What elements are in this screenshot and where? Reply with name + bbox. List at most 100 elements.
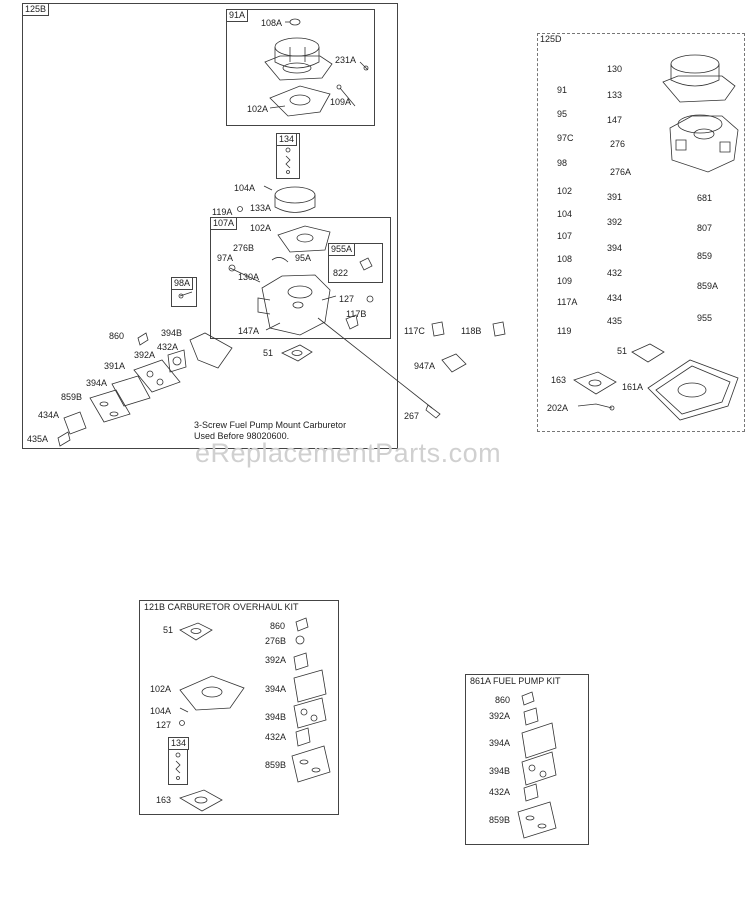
part-label-392a: 392A <box>134 350 156 360</box>
leader-line-267 <box>318 318 440 418</box>
subassembly-label-107a: 107A <box>210 217 238 230</box>
list-item: 276 <box>610 139 626 149</box>
carburetor-note-line2: Used Before 98020600. <box>194 431 290 441</box>
kit121b-right-392a: 392A <box>265 655 287 665</box>
list-item: 130 <box>607 64 623 74</box>
list-item: 117A <box>557 297 578 307</box>
list-item: 391 <box>607 192 623 202</box>
part-125d-161a-bowl <box>648 360 738 420</box>
part-121b-51 <box>180 623 212 640</box>
part-label-108a: 108A <box>261 18 283 28</box>
part-label-118b: 118B <box>461 326 482 336</box>
list-item: 276A <box>610 167 632 177</box>
kit121b-left-51: 51 <box>163 625 174 635</box>
list-item: 681 <box>697 193 713 203</box>
part-98a-screw <box>179 292 192 298</box>
part-label-394a: 394A <box>86 378 108 388</box>
part-label-434a: 434A <box>38 410 60 420</box>
list-item: 107 <box>557 231 573 241</box>
watermark: eReplacementParts.com <box>195 438 502 468</box>
carburetor-note-line1: 3-Screw Fuel Pump Mount Carburetor <box>194 420 347 430</box>
kit121b-left-163: 163 <box>156 795 172 805</box>
part-121b-104a <box>180 708 189 726</box>
kit121b-right-432a: 432A <box>265 732 287 742</box>
part-label-117b: 117B <box>346 309 367 319</box>
kit861a-394a: 394A <box>489 738 511 748</box>
assembly-box-125b <box>22 3 398 449</box>
part-label-125d-202a: 202A <box>547 403 569 413</box>
kit121b-right-394a: 394A <box>265 684 287 694</box>
kit121b-right-859b: 859B <box>265 760 287 770</box>
part-carburetor-body <box>229 226 373 335</box>
part-121b-134-detail <box>176 753 180 780</box>
carburetor-note: 3-Screw Fuel Pump Mount Carburetor Used … <box>194 420 346 442</box>
part-102a-gasket-top <box>270 86 330 116</box>
part-label-125d-161a: 161A <box>622 382 644 392</box>
list-item: 91 <box>557 85 568 95</box>
part-label-102a-top: 102A <box>247 104 269 114</box>
part-51-gasket <box>282 345 312 361</box>
part-label-267: 267 <box>404 411 420 421</box>
part-125d-carb-body <box>670 115 738 172</box>
list-item: 102 <box>557 186 573 196</box>
kit861a-394b: 394B <box>489 766 511 776</box>
part-label-860: 860 <box>109 331 125 341</box>
kit-box-861a <box>465 674 589 845</box>
part-label-391a: 391A <box>104 361 126 371</box>
part-109a-screw <box>337 85 355 106</box>
part-label-133a: 133A <box>250 203 272 213</box>
part-117c-118b-947a <box>432 322 505 372</box>
list-item: 435 <box>607 316 623 326</box>
list-item: 104 <box>557 209 573 219</box>
kit-box-121b <box>139 600 339 815</box>
list-item: 98 <box>557 158 568 168</box>
subassembly-label-134: 134 <box>276 133 298 146</box>
part-121b-163 <box>180 790 222 811</box>
list-item: 394 <box>607 243 623 253</box>
part-label-947a: 947A <box>414 361 436 371</box>
part-133a-diaphragm <box>238 186 316 213</box>
subassembly-label-91a: 91A <box>226 9 249 22</box>
part-108a-washer <box>285 19 300 25</box>
part-label-432a: 432A <box>157 342 179 352</box>
part-fuel-pump-stack <box>58 333 232 446</box>
list-item: 95 <box>557 109 568 119</box>
kit-label-861a: 861A FUEL PUMP KIT <box>468 676 563 687</box>
part-231a-screw <box>360 62 368 70</box>
assembly-label-125b: 125B <box>22 3 50 16</box>
part-label-125d-163: 163 <box>551 375 567 385</box>
subassembly-box-955a <box>328 243 383 283</box>
subassembly-box-107a <box>210 217 391 339</box>
part-label-125d-51: 51 <box>617 346 628 356</box>
part-label-231a: 231A <box>335 55 357 65</box>
part-125d-202a-wire <box>578 404 614 410</box>
part-label-276b: 276B <box>233 243 255 253</box>
part-label-147a: 147A <box>238 326 260 336</box>
part-121b-102a <box>180 676 244 710</box>
subassembly-box-91a <box>226 9 375 126</box>
kit861a-860: 860 <box>495 695 511 705</box>
part-label-109a: 109A <box>330 97 352 107</box>
part-121b-right-parts <box>292 618 330 782</box>
part-label-104a: 104A <box>234 183 256 193</box>
part-label-435a: 435A <box>27 434 49 444</box>
part-label-51: 51 <box>263 348 274 358</box>
kit-label-121b: 121B CARBURETOR OVERHAUL KIT <box>142 602 301 613</box>
list-item: 109 <box>557 276 573 286</box>
list-item: 434 <box>607 293 623 303</box>
list-item: 807 <box>697 223 713 233</box>
list-item: 432 <box>607 268 623 278</box>
part-125d-cover <box>663 55 735 102</box>
list-item: 859 <box>697 251 713 261</box>
kit121b-right-276b: 276B <box>265 636 287 646</box>
kit121b-left-104a: 104A <box>150 706 172 716</box>
part-label-119a: 119A <box>212 207 233 217</box>
part-label-394b: 394B <box>161 328 183 338</box>
subassembly-label-98a: 98A <box>171 277 194 290</box>
subassembly-label-121b-134: 134 <box>168 737 190 750</box>
kit861a-432a: 432A <box>489 787 511 797</box>
list-item: 955 <box>697 313 713 323</box>
list-item: 133 <box>607 90 623 100</box>
